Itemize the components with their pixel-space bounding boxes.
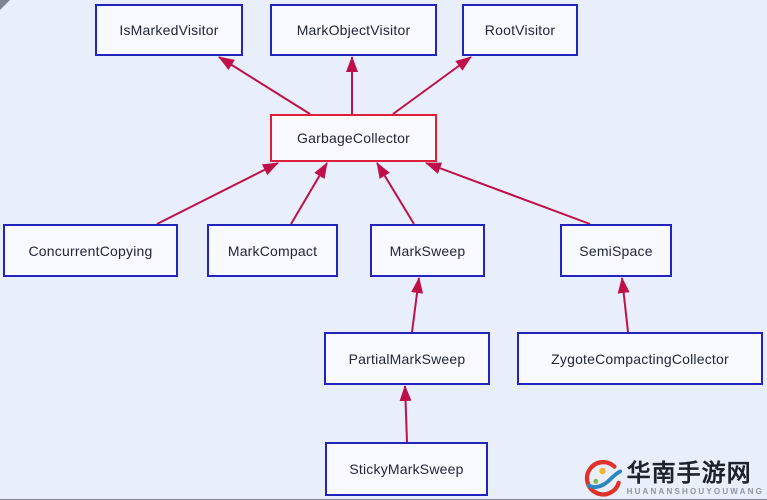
arrow-concurrentCopying-to-garbageCollector [156, 162, 279, 225]
arrow-semiSpace-to-garbageCollector [425, 162, 591, 225]
arrow-zygoteCompactingCollector-to-semiSpace [617, 277, 630, 333]
node-semi-space: SemiSpace [560, 224, 672, 277]
node-mark-compact: MarkCompact [207, 224, 338, 277]
node-concurrent-copying: ConcurrentCopying [3, 224, 178, 277]
node-mark-sweep: MarkSweep [370, 224, 485, 277]
corner-artifact [0, 0, 10, 10]
arrow-garbageCollector-to-rootVisitor [392, 56, 472, 115]
site-name-latin: HUANANSHOUYOUWANG [626, 487, 764, 496]
node-garbage-collector: GarbageCollector [270, 114, 437, 162]
site-logo-icon [584, 460, 622, 497]
arrow-markSweep-to-garbageCollector [376, 162, 415, 225]
arrow-partialMarkSweep-to-markSweep [411, 277, 424, 333]
node-partial-mark-sweep: PartialMarkSweep [324, 332, 490, 385]
node-mark-object-visitor: MarkObjectVisitor [270, 4, 437, 56]
node-is-marked-visitor: IsMarkedVisitor [95, 4, 243, 56]
arrow-garbageCollector-to-isMarkedVisitor [218, 56, 311, 115]
node-sticky-mark-sweep: StickyMarkSweep [325, 442, 488, 496]
site-name: 华南手游网 [626, 460, 752, 487]
node-zygote-compacting-collector: ZygoteCompactingCollector [517, 332, 763, 385]
arrow-stickyMarkSweep-to-partialMarkSweep [399, 385, 412, 443]
node-root-visitor: RootVisitor [462, 4, 578, 56]
arrow-markCompact-to-garbageCollector [290, 162, 328, 225]
site-watermark: 华南手游网 HUANANSHOUYOUWANG [584, 460, 764, 498]
